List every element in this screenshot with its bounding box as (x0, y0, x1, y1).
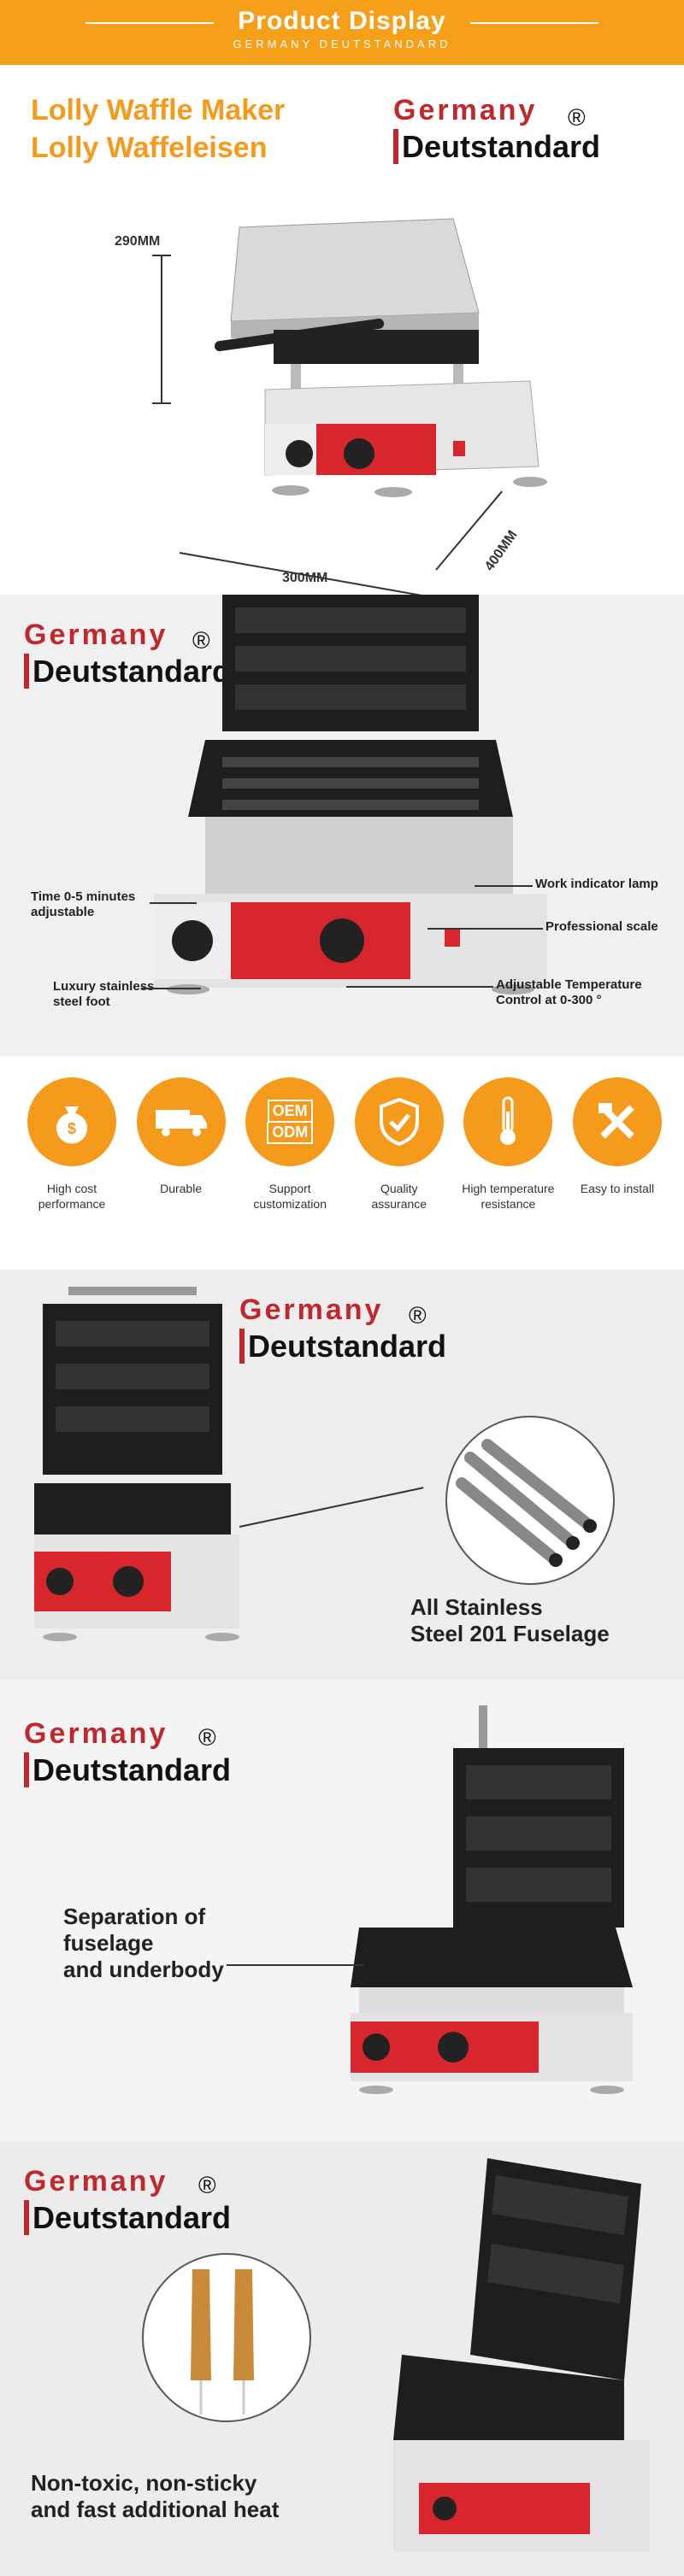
waffle-maker-open-photo (154, 595, 547, 995)
caption-line: Steel 201 Fuselage (410, 1621, 610, 1647)
callout-timer: Time 0-5 minutes adjustable (31, 889, 136, 919)
thermometer-icon (463, 1077, 553, 1166)
brand-germany: Germany (393, 94, 538, 126)
product-title: Lolly Waffle Maker Lolly Waffeleisen (31, 92, 285, 167)
feature-item: Easy to install (569, 1077, 665, 1212)
separation-caption: Separation of fuselage and underbody (63, 1904, 224, 1984)
brand-logo: Germany Deutstandard (24, 619, 231, 689)
brand-deutstandard: Deutstandard (24, 1752, 231, 1788)
truck-icon (136, 1077, 226, 1166)
banner-divider-left (86, 22, 214, 24)
oem-odm-icon: OEM ODM (245, 1077, 335, 1166)
callout-lamp-line (475, 885, 533, 887)
waffle-maker-open-photo (351, 1705, 633, 2094)
feature-label: High temperature resistance (462, 1182, 555, 1211)
height-dim-line (161, 255, 162, 404)
feature-label: Quality assurance (371, 1182, 428, 1211)
feature-item: Quality assurance (351, 1077, 447, 1212)
waffle-maker-photo (214, 218, 547, 497)
callout-timer-line (150, 902, 197, 904)
feature-label: Support customization (253, 1182, 327, 1211)
callout-foot: Luxury stainless steel foot (53, 979, 155, 1009)
caption-line: All Stainless (410, 1594, 543, 1620)
callout-temperature: Adjustable Temperature Control at 0-300 … (496, 977, 642, 1007)
caption-line: and fast additional heat (31, 2497, 280, 2523)
waffle-sticks-zoom (142, 2253, 311, 2422)
feature-list: $ High cost performance Durable OEM ODM … (24, 1077, 665, 1212)
brand-logo: Germany Deutstandard (24, 2165, 231, 2236)
control-panel-section: Germany Deutstandard ® Time 0-5 minutes … (0, 595, 684, 1056)
brand-logo: Germany Deutstandard (24, 1717, 231, 1788)
callout-scale-line (428, 928, 543, 930)
registered-mark: ® (568, 104, 586, 131)
brand-logo: Germany Deutstandard (393, 94, 600, 165)
brand-germany: Germany (24, 619, 168, 651)
brand-germany: Germany (239, 1294, 384, 1326)
product-title-de: Lolly Waffeleisen (31, 131, 268, 164)
feature-label: Durable (160, 1182, 203, 1195)
caption-line: Separation of (63, 1904, 206, 1929)
steel-tubes-zoom (445, 1416, 615, 1585)
header-banner: Product Display GERMANY DEUTSTANDARD (0, 0, 684, 65)
nonstick-section: Germany Deutstandard ® Non-toxic, non-st… (0, 2141, 684, 2576)
dimensions-section: Lolly Waffle Maker Lolly Waffeleisen Ger… (0, 65, 684, 595)
width-dim-label: 300MM (282, 571, 328, 585)
banner-title: Product Display (238, 7, 446, 35)
brand-deutstandard: Deutstandard (239, 1329, 446, 1364)
banner-divider-right (470, 22, 598, 24)
height-dim-cap-bottom (152, 402, 171, 404)
feature-label: High cost performance (38, 1182, 106, 1211)
caption-line: and underbody (63, 1957, 224, 1983)
stainless-section: Germany Deutstandard ® All Stainless Ste… (0, 1270, 684, 1680)
registered-mark: ® (192, 627, 210, 654)
odm-text: ODM (267, 1123, 314, 1144)
svg-text:$: $ (68, 1120, 76, 1137)
oem-text: OEM (267, 1100, 313, 1123)
nonstick-caption: Non-toxic, non-sticky and fast additiona… (31, 2470, 279, 2523)
features-section: $ High cost performance Durable OEM ODM … (0, 1056, 684, 1270)
registered-mark: ® (198, 2172, 216, 2198)
height-dim-label: 290MM (115, 234, 161, 249)
callout-lamp: Work indicator lamp (535, 877, 658, 891)
height-dim-cap-top (152, 255, 171, 256)
feature-label: Easy to install (580, 1182, 655, 1195)
feature-item: High temperature resistance (460, 1077, 556, 1212)
waffle-maker-side-photo (34, 1287, 239, 1641)
brand-deutstandard: Deutstandard (393, 129, 600, 165)
stainless-caption: All Stainless Steel 201 Fuselage (410, 1594, 610, 1647)
brand-deutstandard: Deutstandard (24, 654, 231, 689)
callout-foot-line (141, 988, 201, 989)
registered-mark: ® (409, 1302, 427, 1329)
shield-check-icon (354, 1077, 444, 1166)
product-title-en: Lolly Waffle Maker (31, 94, 286, 126)
banner-subtitle: GERMANY DEUTSTANDARD (233, 38, 451, 50)
callout-scale: Professional scale (545, 919, 658, 934)
registered-mark: ® (198, 1724, 216, 1751)
brand-logo: Germany Deutstandard (239, 1294, 446, 1364)
tools-icon (572, 1077, 662, 1166)
tube-callout-line (239, 1487, 424, 1528)
feature-item: $ High cost performance (24, 1077, 120, 1212)
feature-item: Durable (133, 1077, 229, 1212)
brand-germany: Germany (24, 2165, 168, 2198)
waffle-maker-open-photo (393, 2158, 650, 2551)
separation-section: Germany Deutstandard ® Separation of fus… (0, 1680, 684, 2141)
caption-line: fuselage (63, 1930, 154, 1957)
brand-deutstandard: Deutstandard (24, 2200, 231, 2236)
feature-item: OEM ODM Support customization (242, 1077, 338, 1212)
callout-temperature-line (346, 986, 493, 988)
caption-line: Non-toxic, non-sticky (31, 2470, 257, 2496)
separation-callout-line (227, 1964, 363, 1966)
money-bag-icon: $ (27, 1077, 116, 1166)
brand-germany: Germany (24, 1717, 168, 1750)
